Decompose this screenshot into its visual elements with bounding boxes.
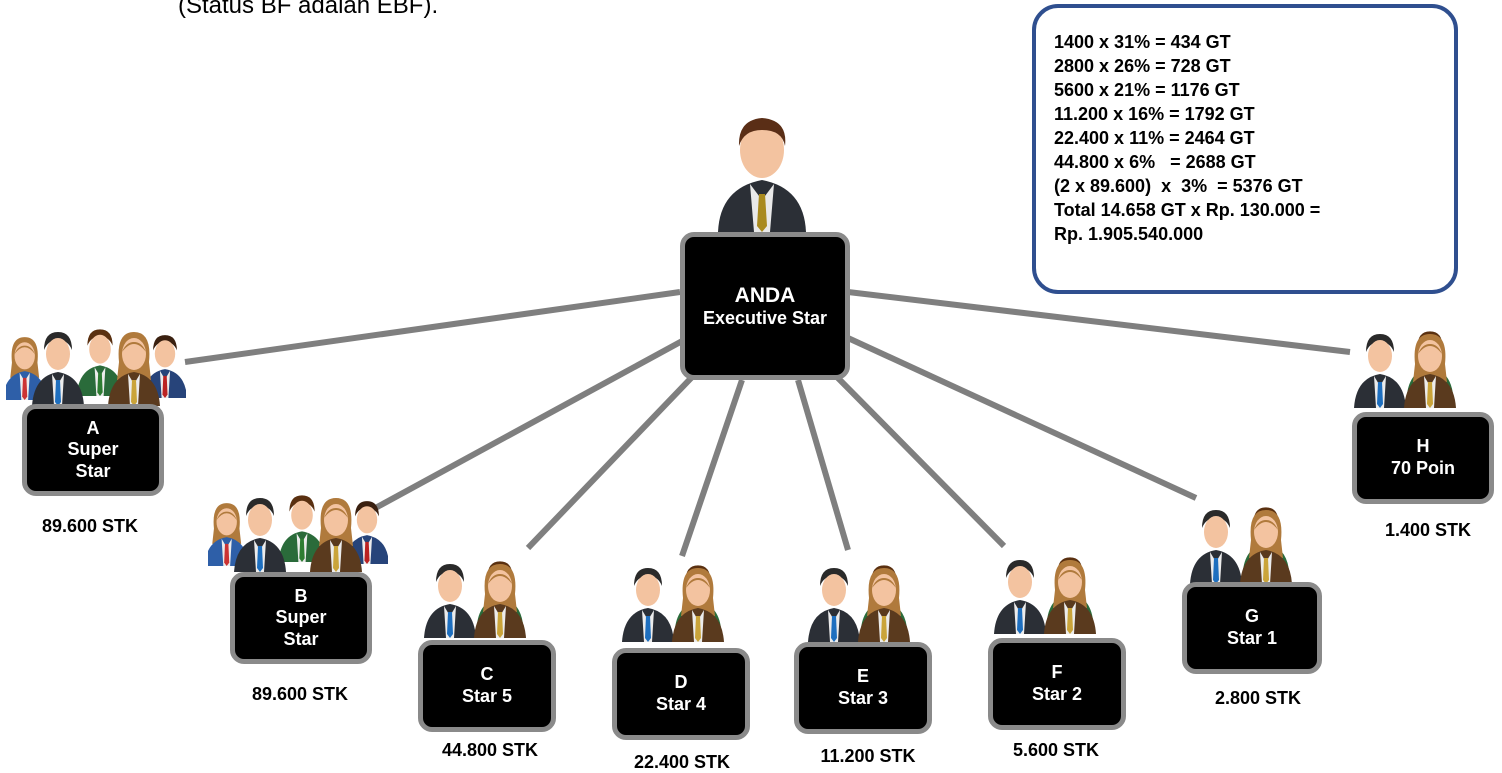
calc-line-9: Rp. 1.905.540.000 (1054, 224, 1204, 244)
member-g-label1: G (1244, 606, 1259, 627)
member-c-label1: C (480, 664, 494, 685)
group-five-people-icon (204, 492, 390, 577)
member-a-count: 89.600 STK (41, 516, 139, 536)
member-e-count: 11.200 STK (820, 746, 916, 766)
member-e-label2: Star 3 (837, 688, 889, 708)
member-b-label3: Star (283, 628, 319, 649)
member-e-label1: E (856, 666, 869, 687)
group-three-people-icon (614, 562, 726, 647)
member-h-count: 1.400 STK (1384, 520, 1472, 540)
member-h-label1: H (1416, 436, 1430, 457)
connector-g (846, 335, 1198, 501)
member-f-count: 5.600 STK (1012, 740, 1100, 760)
connector-c (525, 372, 697, 551)
connector-f (831, 371, 1007, 549)
member-d-count: 22.400 STK (633, 752, 731, 772)
calc-line-7: (2 x 89.600) x 3% = 5376 GT (1054, 176, 1303, 196)
member-h-label2: 70 Poin (1390, 458, 1456, 478)
calc-line-5: 22.400 x 11% = 2464 GT (1054, 128, 1255, 148)
group-three-people-icon (986, 554, 1098, 639)
calc-line-3: 5600 x 21% = 1176 GT (1054, 80, 1240, 100)
calc-line-8: Total 14.658 GT x Rp. 130.000 = (1054, 200, 1321, 220)
calculation-box: 1400 x 31% = 434 GT 2800 x 26% = 728 GT … (1032, 4, 1458, 294)
group-three-people-icon (800, 562, 912, 647)
calc-line-6: 44.800 x 6% = 2688 GT (1054, 152, 1256, 172)
connector-b (366, 337, 686, 515)
group-three-people-icon (1346, 328, 1458, 413)
member-c-count: 44.800 STK (441, 740, 539, 760)
root-node: ANDA Executive Star (680, 232, 850, 380)
member-a-label1: A (86, 417, 100, 438)
connector-e (795, 379, 851, 551)
group-three-people-icon (1182, 504, 1294, 589)
member-f-label2: Star 2 (1031, 684, 1083, 704)
root-name: ANDA (734, 283, 796, 307)
connector-d (679, 379, 745, 557)
group-five-people-icon (2, 326, 188, 411)
member-a-label3: Star (75, 460, 111, 481)
group-three-people-icon (416, 558, 528, 643)
member-b-label2: Super (275, 607, 327, 628)
root-rank: Executive Star (702, 307, 828, 328)
member-f-label1: F (1051, 662, 1063, 683)
member-b-label1: B (294, 585, 308, 606)
member-d-label1: D (674, 672, 688, 693)
businessman-icon (718, 118, 806, 232)
member-c-label2: Star 5 (461, 686, 513, 706)
member-d-label2: Star 4 (655, 694, 707, 714)
member-g-label2: Star 1 (1226, 628, 1278, 648)
member-b-count: 89.600 STK (251, 684, 349, 704)
member-g-count: 2.800 STK (1214, 688, 1302, 708)
member-a-label2: Super (67, 439, 119, 460)
connector-h (847, 289, 1351, 355)
calc-line-1: 1400 x 31% = 434 GT (1054, 32, 1231, 52)
calc-line-4: 11.200 x 16% = 1792 GT (1054, 104, 1255, 124)
calc-line-2: 2800 x 26% = 728 GT (1054, 56, 1231, 76)
header-text: (Status BF adalah EBF). (178, 0, 439, 19)
connector-a (184, 289, 681, 365)
